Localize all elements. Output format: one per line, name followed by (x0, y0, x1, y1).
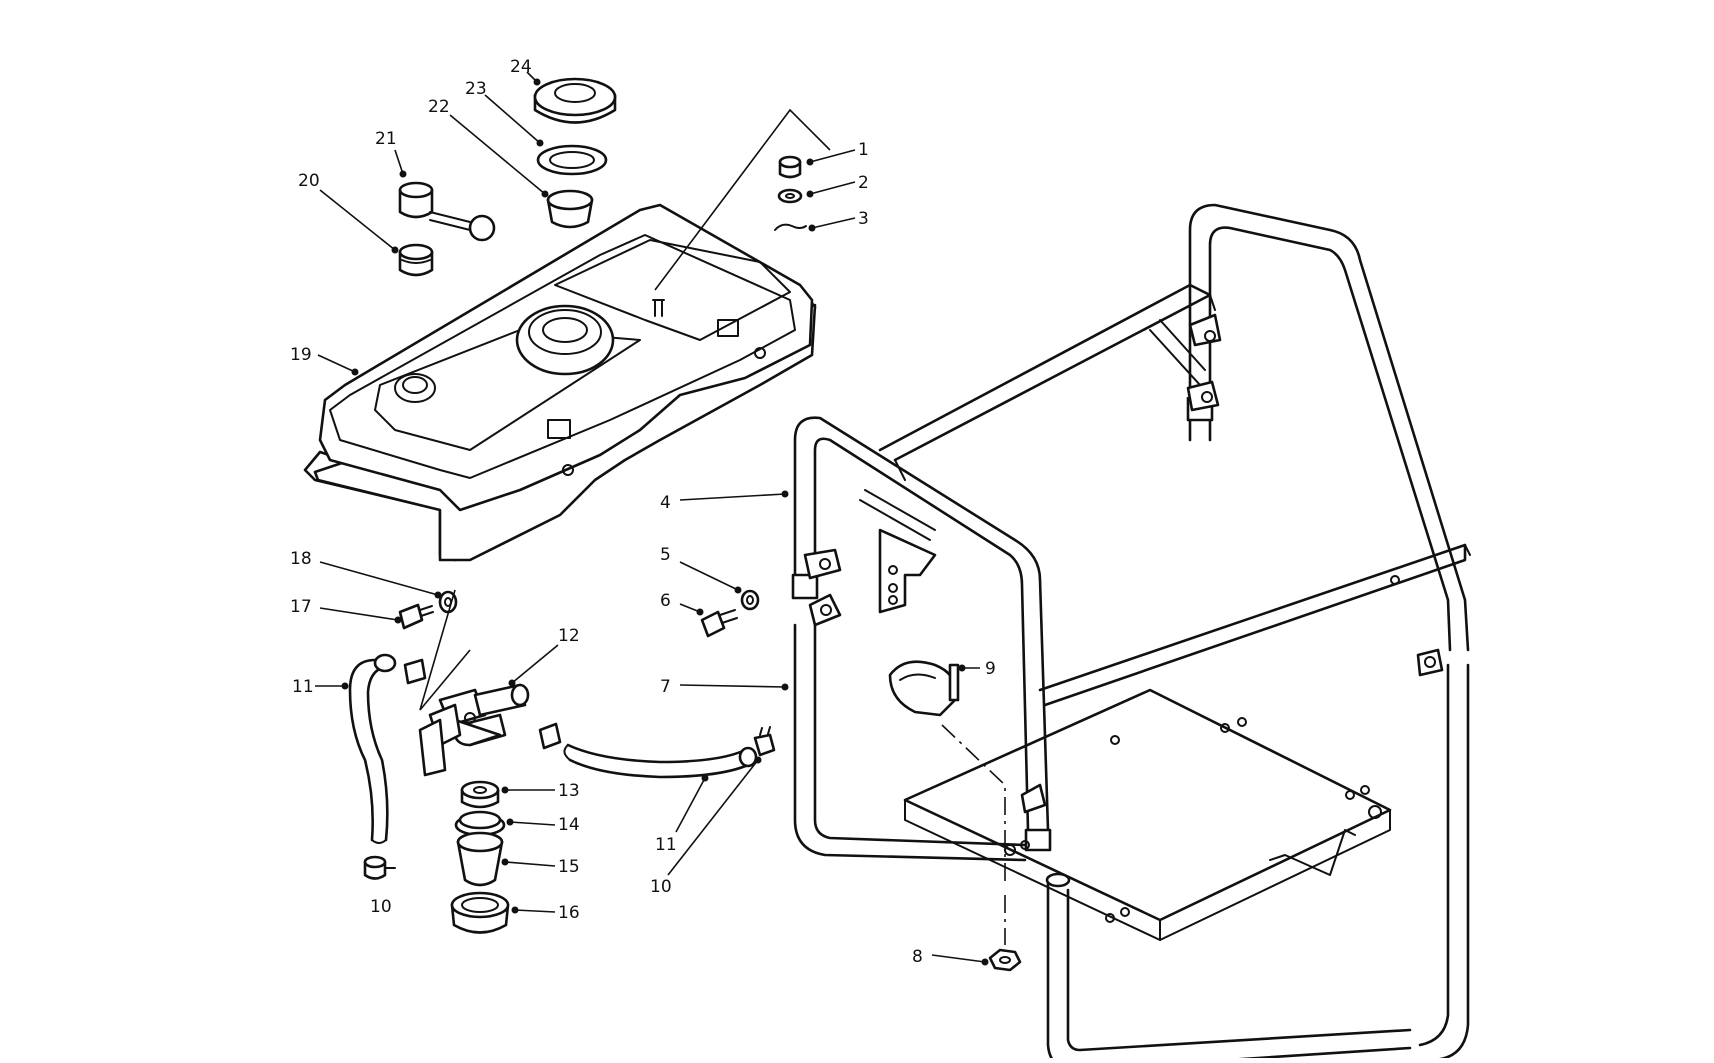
washer-2 (777, 188, 803, 204)
callout-14: 14 (558, 815, 580, 835)
fuel-hose-11-left (348, 653, 397, 844)
callout-16: 16 (558, 903, 580, 923)
callout-21: 21 (375, 129, 397, 149)
hose-clamp-10-right (753, 726, 776, 757)
callout-17: 17 (290, 597, 312, 617)
callout-5: 5 (660, 545, 671, 565)
clip-3 (774, 223, 807, 231)
oil-cap-21 (398, 181, 496, 242)
callout-10-right: 10 (650, 877, 672, 897)
fuel-cock-12 (418, 683, 530, 777)
callout-2: 2 (858, 173, 869, 193)
callout-24: 24 (510, 57, 532, 77)
callout-22: 22 (428, 97, 450, 117)
bolt-6 (700, 609, 738, 638)
mount-9 (888, 660, 960, 717)
o-ring-14 (454, 810, 506, 837)
callout-6: 6 (660, 591, 671, 611)
callout-8: 8 (912, 947, 923, 967)
washer-5 (740, 589, 760, 611)
gasket-23 (536, 144, 608, 176)
gasket-13 (460, 780, 500, 809)
strainer-22 (546, 189, 594, 229)
callout-12: 12 (558, 626, 580, 646)
filler-cap-24 (533, 77, 617, 124)
bolt-17 (398, 603, 434, 630)
callout-11-right: 11 (655, 835, 677, 855)
bowl-nut-16 (450, 891, 510, 934)
callout-23: 23 (465, 79, 487, 99)
grommet-1 (778, 155, 802, 179)
callout-15: 15 (558, 857, 580, 877)
hose-clamp-left (403, 658, 427, 685)
callout-10-bottom: 10 (370, 897, 392, 917)
callout-1: 1 (858, 140, 869, 160)
fuel-tank (303, 203, 817, 562)
callout-20: 20 (298, 171, 320, 191)
nut-8 (988, 948, 1022, 972)
sediment-bowl-15 (456, 831, 504, 887)
callout-18: 18 (290, 549, 312, 569)
callout-13: 13 (558, 781, 580, 801)
fuel-hose-11-right (563, 743, 758, 779)
plug-20 (398, 243, 434, 277)
callout-11-left: 11 (292, 677, 314, 697)
callout-9: 9 (985, 659, 996, 679)
callout-3: 3 (858, 209, 869, 229)
frame (791, 203, 1471, 1063)
hose-clamp-10-bottom (363, 855, 396, 880)
callout-4: 4 (660, 493, 671, 513)
callout-labels: 1 2 3 4 5 6 7 8 9 10 10 11 11 (290, 57, 996, 967)
callout-19: 19 (290, 345, 312, 365)
hose-clamp-right (538, 722, 562, 750)
callout-7: 7 (660, 677, 671, 697)
